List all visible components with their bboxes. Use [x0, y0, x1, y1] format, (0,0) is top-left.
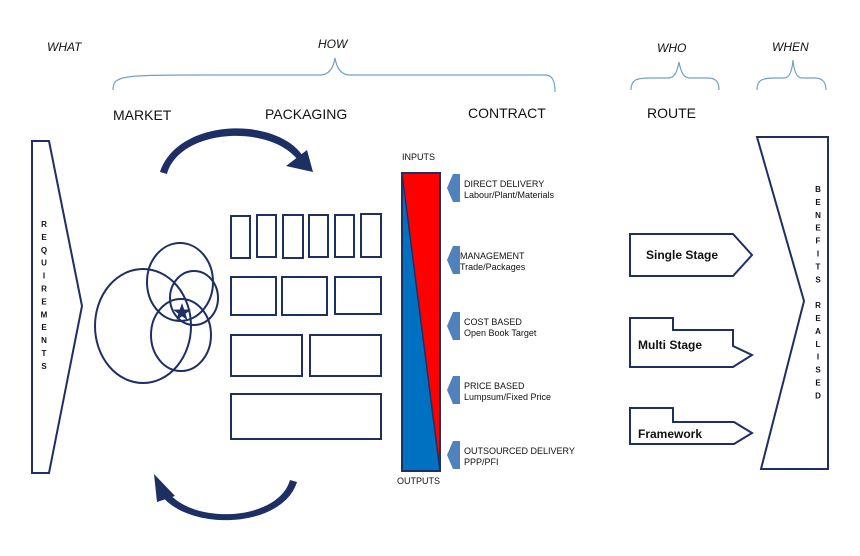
vertical-letter: B [815, 185, 821, 194]
vertical-letter: F [816, 237, 821, 246]
column-packaging: PACKAGING [265, 106, 347, 122]
vertical-letter: I [43, 272, 45, 281]
packaging-grid [230, 213, 382, 440]
vertical-letter: A [815, 327, 821, 336]
vertical-letter: U [41, 259, 47, 268]
contract-type-tab-icon [447, 246, 460, 274]
contract-type-tab-icon [447, 376, 460, 404]
contract-type-subtitle: Labour/Plant/Materials [464, 190, 555, 200]
contract-type-subtitle: PPP/PFI [464, 457, 499, 467]
vertical-letter: E [815, 379, 821, 388]
vertical-letter: M [41, 310, 48, 319]
benefits-arrow [755, 136, 829, 470]
heading-what: WHAT [47, 40, 83, 54]
route-label: Single Stage [646, 248, 718, 262]
vertical-letter: Q [41, 246, 47, 255]
column-market: MARKET [113, 107, 172, 123]
contract-type-subtitle: Lumpsum/Fixed Price [464, 392, 551, 402]
vertical-letter: R [815, 301, 821, 310]
contract-type-subtitle: Trade/Packages [460, 262, 526, 272]
brace-who [630, 61, 720, 91]
cycle-arrow-top-icon [160, 128, 313, 174]
contract-type-title: MANAGEMENT [460, 251, 525, 261]
vertical-letter: E [815, 198, 821, 207]
vertical-letter: S [815, 275, 821, 284]
heading-how: HOW [318, 37, 349, 51]
vertical-letter: E [815, 224, 821, 233]
vertical-letter: E [815, 314, 821, 323]
vertical-letter: T [816, 262, 821, 271]
vertical-letter: T [42, 349, 47, 358]
vertical-letter: N [815, 211, 821, 220]
brace-how [112, 57, 556, 93]
vertical-letter: I [817, 250, 819, 259]
contract-type-title: OUTSOURCED DELIVERY [464, 446, 575, 456]
vertical-letter: R [41, 220, 47, 229]
contract-type-tab-icon [447, 174, 460, 202]
star-icon [173, 303, 191, 321]
route-label: Multi Stage [638, 338, 702, 352]
cycle-arrow-bottom-icon [154, 474, 297, 521]
route-framework: Framework [629, 407, 754, 445]
route-label: Framework [638, 427, 702, 441]
vertical-letter: R [41, 285, 47, 294]
vertical-letter: S [815, 366, 821, 375]
vertical-letter: N [41, 336, 47, 345]
contract-types-list: DIRECT DELIVERYLabour/Plant/MaterialsMAN… [447, 174, 575, 469]
vertical-letter: I [817, 353, 819, 362]
column-contract: CONTRACT [468, 105, 546, 121]
vertical-letter: L [816, 340, 821, 349]
contract-type-title: PRICE BASED [464, 381, 525, 391]
requirements-arrow [31, 140, 84, 474]
route-single-stage: Single Stage [629, 233, 754, 277]
vertical-letter: E [41, 233, 47, 242]
contract-spectrum-bar [401, 172, 441, 472]
contract-type-title: COST BASED [464, 317, 522, 327]
column-route: ROUTE [647, 105, 696, 121]
route-multi-stage: Multi Stage [629, 317, 755, 368]
contract-type-tab-icon [447, 312, 460, 340]
vertical-letter: E [41, 297, 47, 306]
contract-type-tab-icon [447, 441, 460, 469]
contract-inputs-label: INPUTS [402, 152, 435, 162]
heading-when: WHEN [772, 40, 809, 54]
heading-who: WHO [657, 41, 686, 55]
contract-outputs-label: OUTPUTS [397, 476, 440, 486]
market-venn-diagram [94, 242, 219, 384]
brace-when [756, 59, 827, 91]
vertical-letter: E [41, 323, 47, 332]
contract-type-subtitle: Open Book Target [464, 328, 537, 338]
contract-type-title: DIRECT DELIVERY [464, 179, 544, 189]
vertical-letter: D [815, 391, 821, 400]
vertical-letter: S [41, 362, 47, 371]
